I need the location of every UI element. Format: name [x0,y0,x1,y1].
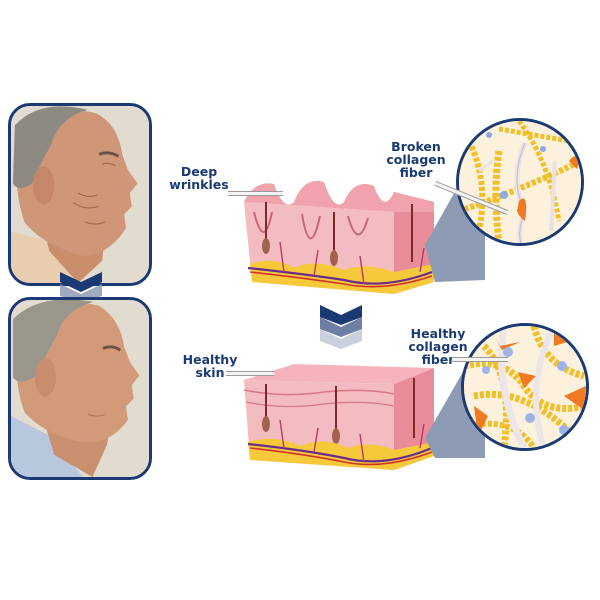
healthy-skin-diagram [244,358,436,476]
label-line: Broken [391,139,441,154]
before-photo [8,103,152,286]
healthy-collagen-zoom-circle [461,323,589,451]
label-line: fiber [421,352,455,367]
label-line: skin [195,365,225,380]
healthy-skin-label: Healthy skin [180,353,240,379]
deep-wrinkles-label: Deep wrinkles [168,165,230,191]
before-face-image [11,106,149,283]
label-line: Deep [180,164,218,179]
label-line: Healthy [182,352,238,367]
label-line: fiber [399,165,433,180]
healthy-skin-leader-line [226,371,274,376]
label-line: collagen [408,339,468,354]
label-line: Healthy [410,326,466,341]
broken-collagen-zoom-circle [456,118,584,246]
after-face-image [11,300,149,477]
healthy-collagen-leader-line [452,357,508,362]
broken-collagen-fiber-label: Broken collagen fiber [386,140,446,179]
transition-chevron-icon [320,305,362,349]
wrinkled-skin-diagram [244,172,436,300]
deep-wrinkles-leader-line [228,191,283,196]
healthy-collagen-fiber-label: Healthy collagen fiber [408,327,468,366]
label-line: collagen [386,152,446,167]
after-photo [8,297,152,480]
label-line: wrinkles [169,177,229,192]
